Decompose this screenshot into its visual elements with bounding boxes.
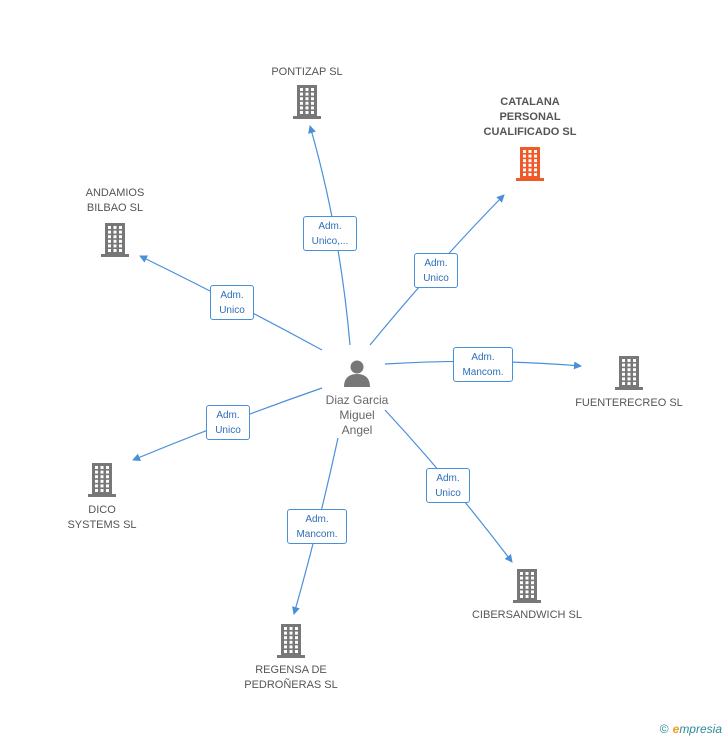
relation-label-pontizap[interactable]: Adm. Unico,...: [303, 216, 357, 251]
building-icon: [511, 569, 543, 608]
relation-label-cibersandwich[interactable]: Adm. Unico: [426, 468, 470, 503]
relation-label-andamios[interactable]: Adm. Unico: [210, 285, 254, 320]
person-icon: [344, 360, 370, 387]
company-name: FUENTERECREO SL: [575, 397, 683, 409]
relation-label-dico[interactable]: Adm. Unico: [206, 405, 250, 440]
company-name: DICO SYSTEMS SL: [67, 504, 137, 531]
building-icon: [275, 624, 307, 663]
brand-logo-e: e: [672, 722, 680, 736]
building-icon: [514, 147, 546, 186]
center-person[interactable]: Diaz Garcia Miguel Angel: [318, 358, 396, 438]
company-name: CATALANA PERSONAL CUALIFICADO SL: [483, 96, 577, 138]
relation-label-fuenterecreo[interactable]: Adm. Mancom.: [453, 347, 513, 382]
building-icon: [86, 463, 118, 502]
relation-label-catalana[interactable]: Adm. Unico: [414, 253, 458, 288]
person-name: Diaz Garcia Miguel Angel: [325, 393, 389, 437]
company-name: REGENSA DE PEDROÑERAS SL: [244, 664, 338, 691]
company-name: PONTIZAP SL: [271, 66, 343, 78]
building-icon: [99, 223, 131, 262]
building-icon: [291, 85, 323, 124]
building-icon: [613, 356, 645, 395]
relation-label-regensa[interactable]: Adm. Mancom.: [287, 509, 347, 544]
footer-brand: ©empresia: [660, 722, 722, 736]
copyright-symbol: ©: [659, 722, 669, 736]
brand-logo-text: mpresia: [679, 722, 722, 736]
company-name: ANDAMIOS BILBAO SL: [85, 187, 145, 214]
company-name: CIBERSANDWICH SL: [471, 609, 583, 621]
